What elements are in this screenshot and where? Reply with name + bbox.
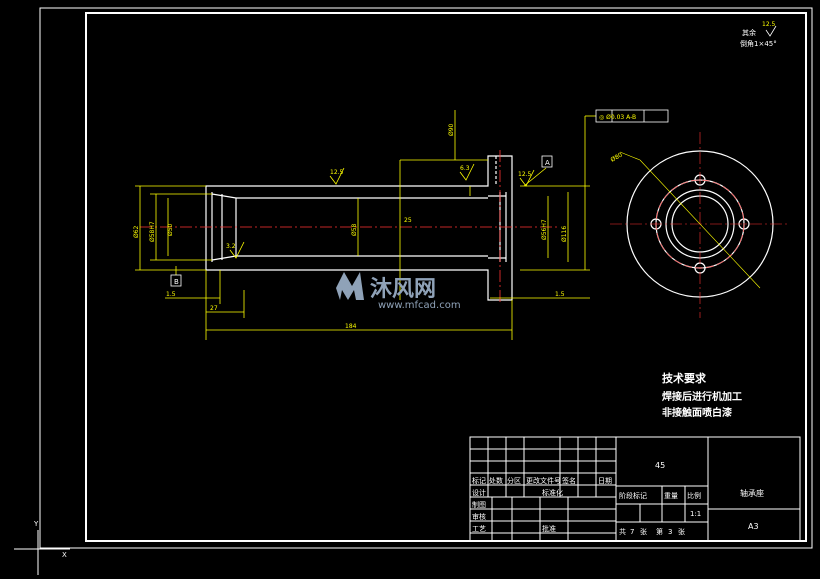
svg-text:◎ Ø0.03 A-B: ◎ Ø0.03 A-B xyxy=(599,114,636,121)
svg-text:7: 7 xyxy=(630,528,634,536)
dim-v4: Ø58 xyxy=(351,223,358,236)
svg-text:更改文件号: 更改文件号 xyxy=(526,476,561,485)
notes-heading: 技术要求 xyxy=(662,371,707,385)
dim-v2: Ø58H7 xyxy=(149,221,156,242)
svg-text:A: A xyxy=(545,159,550,167)
dim-length: 184 xyxy=(345,323,357,330)
svg-text:制图: 制图 xyxy=(472,500,486,509)
dimension-texts: 12.5 6.3 3.2 12.5 184 27 1.5 1.5 25 Ø62 … xyxy=(133,123,624,330)
title-block-texts: 45 轴承座 A3 1:1 标记 处数 分区 更改文件号 签名 日期 设计 标准… xyxy=(472,461,764,536)
technical-notes: 技术要求 焊接后进行机加工 非接触面喷白漆 xyxy=(662,371,742,419)
flange-end-view xyxy=(610,132,790,318)
part-name-text: 轴承座 xyxy=(740,488,764,498)
dim-v8: Ø80 xyxy=(610,151,624,163)
watermark-url: www.mfcad.com xyxy=(378,300,461,311)
roughness-1: 12.5 xyxy=(330,169,344,176)
watermark-brand: 沐风网 xyxy=(370,277,436,302)
ucs-x-label: X xyxy=(62,551,67,559)
svg-text:设计: 设计 xyxy=(472,488,486,497)
inner-frame-border xyxy=(85,12,807,542)
roughness-2: 6.3 xyxy=(460,165,470,172)
notes-line2: 非接触面喷白漆 xyxy=(662,406,732,419)
svg-text:签名: 签名 xyxy=(562,476,576,485)
svg-text:12.5: 12.5 xyxy=(762,21,776,28)
dim-v3: Ø50 xyxy=(167,223,174,236)
dim-v1: Ø62 xyxy=(133,225,140,238)
dim-v5: Ø56H7 xyxy=(541,219,548,240)
ucs-y-label: Y xyxy=(33,520,39,528)
svg-text:处数: 处数 xyxy=(489,476,503,485)
svg-text:分区: 分区 xyxy=(507,476,521,485)
dimension-lines xyxy=(135,110,596,340)
svg-text:张: 张 xyxy=(678,527,685,536)
dim-v7: Ø90 xyxy=(448,123,455,136)
svg-text:工艺: 工艺 xyxy=(472,525,486,533)
roughness-4: 12.5 xyxy=(518,171,532,178)
notes-line1: 焊接后进行机加工 xyxy=(662,390,742,403)
material-text: 45 xyxy=(655,461,665,470)
dim-d: 25 xyxy=(404,217,412,224)
chamfer-text: 倒角1×45° xyxy=(740,39,777,48)
datum-b: B xyxy=(170,274,182,287)
roughness-note: 12.5 其余 倒角1×45° xyxy=(740,21,777,48)
roughness-other-text: 其余 xyxy=(742,28,756,37)
outer-sheet-border xyxy=(39,7,813,549)
svg-text:阶段标记: 阶段标记 xyxy=(619,491,647,500)
sheet-size-text: A3 xyxy=(748,522,759,531)
watermark: 沐风网 www.mfcad.com xyxy=(336,272,461,311)
tolerance-frame: ◎ Ø0.03 A-B xyxy=(595,109,669,123)
svg-text:标准化: 标准化 xyxy=(542,488,563,497)
svg-text:审核: 审核 xyxy=(472,512,486,521)
svg-text:第: 第 xyxy=(656,527,663,536)
svg-text:3: 3 xyxy=(668,528,672,536)
svg-text:重量: 重量 xyxy=(664,492,678,500)
svg-text:B: B xyxy=(174,278,179,286)
svg-text:张: 张 xyxy=(640,527,647,536)
svg-text:标记: 标记 xyxy=(472,476,486,485)
ucs-icon: Y X xyxy=(14,520,70,575)
svg-text:批准: 批准 xyxy=(542,524,556,533)
svg-text:日期: 日期 xyxy=(598,477,612,485)
watermark-logo-icon xyxy=(336,272,364,300)
svg-text:比例: 比例 xyxy=(687,491,701,500)
scale-text: 1:1 xyxy=(690,510,701,518)
dim-b: 1.5 xyxy=(166,291,176,298)
title-block xyxy=(469,436,801,542)
dim-c: 1.5 xyxy=(555,291,565,298)
roughness-3: 3.2 xyxy=(226,243,236,250)
svg-text:共: 共 xyxy=(619,527,626,536)
datum-a: A xyxy=(541,155,553,168)
dim-a: 27 xyxy=(210,305,218,312)
dim-v6: Ø116 xyxy=(561,226,568,242)
